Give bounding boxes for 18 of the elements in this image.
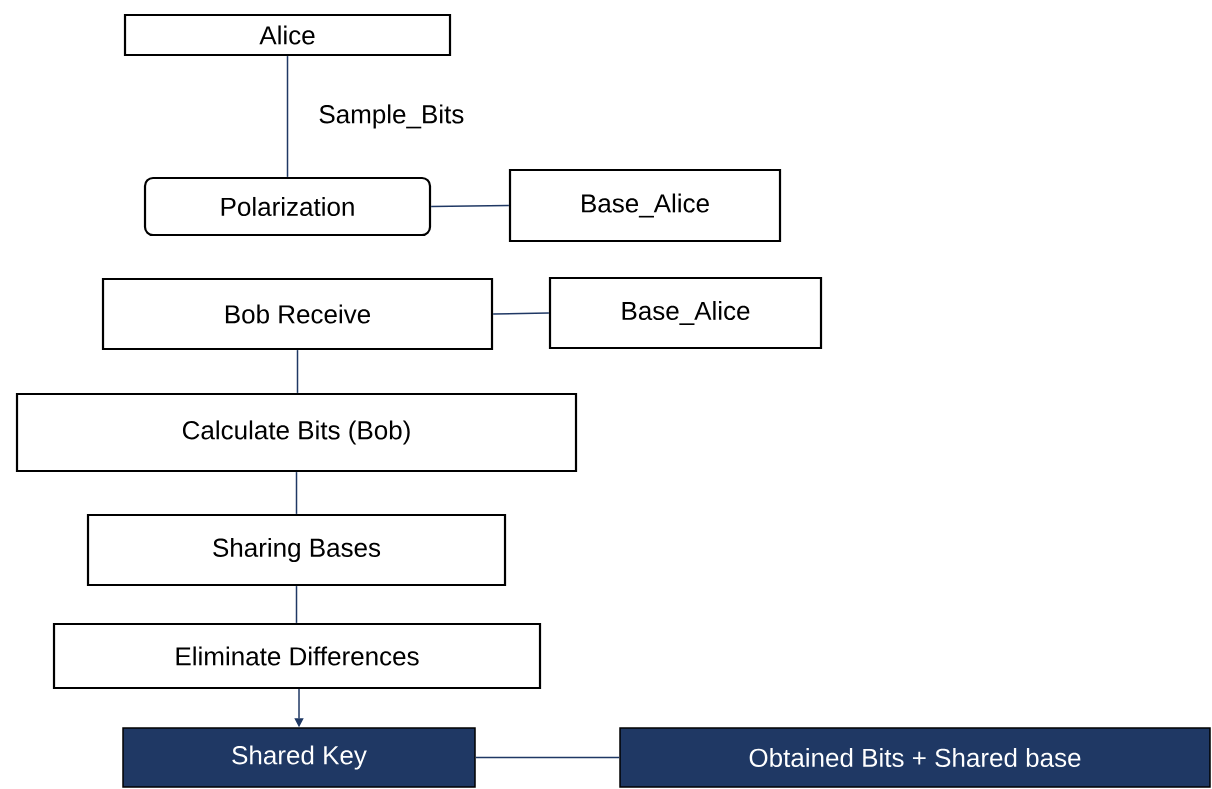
result-box: Shared Key <box>122 727 476 788</box>
connector <box>295 471 298 515</box>
edge-label: Sample_Bits <box>319 104 464 129</box>
process-box: Alice <box>123 13 452 57</box>
process-box: Sharing Bases <box>86 513 507 587</box>
connector <box>296 349 299 394</box>
connector <box>430 204 510 208</box>
connector <box>286 55 289 178</box>
process-box: Base_Alice <box>508 168 782 243</box>
process-box: Base_Alice <box>548 276 823 350</box>
process-box: Bob Receive <box>101 277 494 351</box>
process-box: Polarization <box>143 176 432 237</box>
process-box: Eliminate Differences <box>52 622 542 690</box>
connector <box>475 756 620 759</box>
process-box: Calculate Bits (Bob) <box>15 392 578 473</box>
connector <box>295 585 298 624</box>
connector <box>492 312 550 315</box>
result-box: Obtained Bits + Shared base <box>619 727 1211 788</box>
